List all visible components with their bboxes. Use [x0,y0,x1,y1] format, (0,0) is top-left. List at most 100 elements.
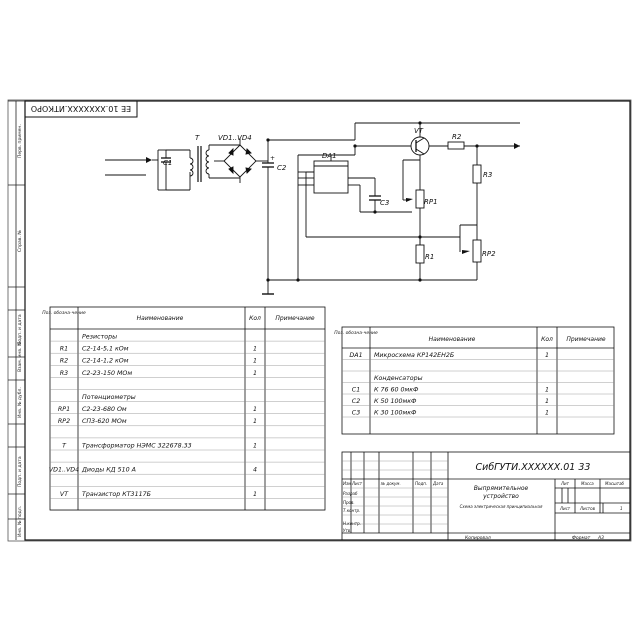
tb-list: Лист [559,506,571,511]
table-cell-qty: 1 [545,352,549,359]
title-block: Изм Лист № докум. Подп. Дата Разраб Пров… [341,451,631,541]
table-cell-name: Диоды КД 510 А [81,467,136,474]
tb-kopiroval: Копировал [465,535,491,541]
tb-prov: Пров. [343,500,355,505]
r3-resistor [472,164,482,184]
tb-nkontr: Н.контр. [343,521,361,526]
input-arrow-icon [146,157,152,163]
side-label-vzam-inv: Взам. инв. № [17,341,23,372]
table-cell-qty: 1 [253,346,257,353]
r2-resistor [447,141,465,150]
table-cell-pos: C2 [352,398,360,405]
label-c1: C1 [163,159,172,167]
rp1-potentiometer [415,189,425,209]
label-c2: C2 [277,164,287,172]
transformer-icon [189,146,210,182]
tb-format-val: А3 [597,535,604,541]
table-cell-name: Трансформатор НЭМС 322678.33 [82,442,192,449]
table-cell-pos: RP2 [58,418,70,425]
table-cell-name: Транзистор КТ3117Б [82,491,151,498]
circuit-diagram [105,121,520,295]
table-cell-name: С2-14-1,2 кОм [82,358,129,365]
table-cell-pos: RP1 [58,406,70,413]
side-label-inv-podl: Инв. № подл. [17,506,23,537]
tb-h-podp: Подп. [415,481,427,486]
table-cell-name: Конденсаторы [374,375,423,382]
table-cell-name: С2-14-5,1 кОм [82,346,129,353]
table-cell-pos: T [62,442,67,449]
left-head-note: Примечание [275,315,314,322]
table-cell-pos: R2 [60,358,68,365]
label-rp2: RP2 [482,250,496,258]
table-right: Поз. обозна-чение Наименование Кол Приме… [334,326,615,435]
tb-massa: Масса [581,481,594,486]
label-da1: DA1 [322,152,337,160]
table-left: Поз. обозна-чение Наименование Кол Приме… [42,306,326,511]
table-cell-pos: C3 [352,409,360,416]
tb-title-line2: устройство [482,493,519,500]
table-cell-qty: 1 [253,418,257,425]
tb-h-izm: Изм [343,481,351,486]
table-cell-qty: 1 [253,491,257,498]
side-label-podp-data-1: Подп. и дата [17,314,23,345]
tb-utv: Утв. [343,528,351,533]
left-head-qty: Кол [249,315,261,322]
right-head-note: Примечание [566,336,605,343]
table-cell-name: С2-23-680 Ом [82,406,127,413]
tb-document-code: СибГУТИ.XXXXXX.01 33 [476,462,591,473]
c2-plus-sign: + [270,155,275,162]
table-cell-pos: R1 [60,346,68,353]
table-cell-qty: 1 [545,398,549,405]
side-label-podp-data-2: Подп. и дата [17,456,23,487]
tb-h-ndok: № докум. [380,481,401,486]
tb-listov-val: 1 [620,506,623,511]
tb-format: Формат [572,535,591,541]
table-cell-pos: R3 [60,370,68,377]
table-cell-name: С2-23-150 МОм [82,370,132,377]
label-r3: R3 [483,171,492,179]
tb-masshtab: Масштаб [605,481,625,486]
label-vt: VT [414,127,424,135]
r1-resistor [415,244,425,264]
table-cell-name: СП3-620 МОм [82,418,127,425]
label-c3: C3 [380,199,389,207]
tb-h-data: Дата [432,481,444,486]
rotated-code-box: ЕЕ 10.XXXXXXX.ИТКОРО [24,100,138,118]
tb-tkontr: Т.контр. [343,508,360,513]
tb-lit: Лит [560,481,570,486]
rotated-code-text: ЕЕ 10.XXXXXXX.ИТКОРО [31,104,131,113]
tb-title-line3: Схема электрическая принципиальная [460,504,543,509]
tb-razrab: Разраб [343,491,358,496]
table-cell-name: К 30 100мкФ [374,409,417,416]
table-cell-pos: VT [60,491,69,498]
table-cell-name: Микросхема КР142ЕН2Б [374,352,454,359]
table-cell-qty: 1 [253,358,257,365]
rp2-potentiometer [472,239,482,263]
diode-bridge-icon [223,144,257,178]
junction-dots [266,121,479,282]
right-head-qty: Кол [541,336,553,343]
side-label-perv-primen: Перв. примен. [17,124,23,158]
outer-frame [7,99,632,542]
table-cell-qty: 1 [253,442,257,449]
table-cell-qty: 1 [253,406,257,413]
table-cell-qty: 1 [545,386,549,393]
table-cell-name: К 50 100мкФ [374,398,417,405]
table-cell-name: Потенциометры [82,394,136,401]
side-label-inv-dubl: Инв. № дубл. [17,387,23,418]
rp1-wiper-arrow-icon [406,198,413,202]
table-cell-qty: 4 [253,467,257,474]
left-head-pos: Поз. обозна-чение [42,310,86,316]
left-head-name: Наименование [137,315,184,322]
table-cell-pos: DA1 [349,352,362,359]
label-vd: VD1..VD4 [218,134,252,142]
rp2-wiper-arrow-icon [462,250,470,254]
tb-h-list: Лист [351,481,363,486]
table-cell-qty: 1 [545,409,549,416]
table-cell-pos: VD1..VD4 [49,467,79,474]
right-head-pos: Поз. обозна-чение [334,330,378,336]
table-cell-qty: 1 [253,370,257,377]
output-arrow-icon [514,143,520,149]
label-r1: R1 [425,253,434,261]
